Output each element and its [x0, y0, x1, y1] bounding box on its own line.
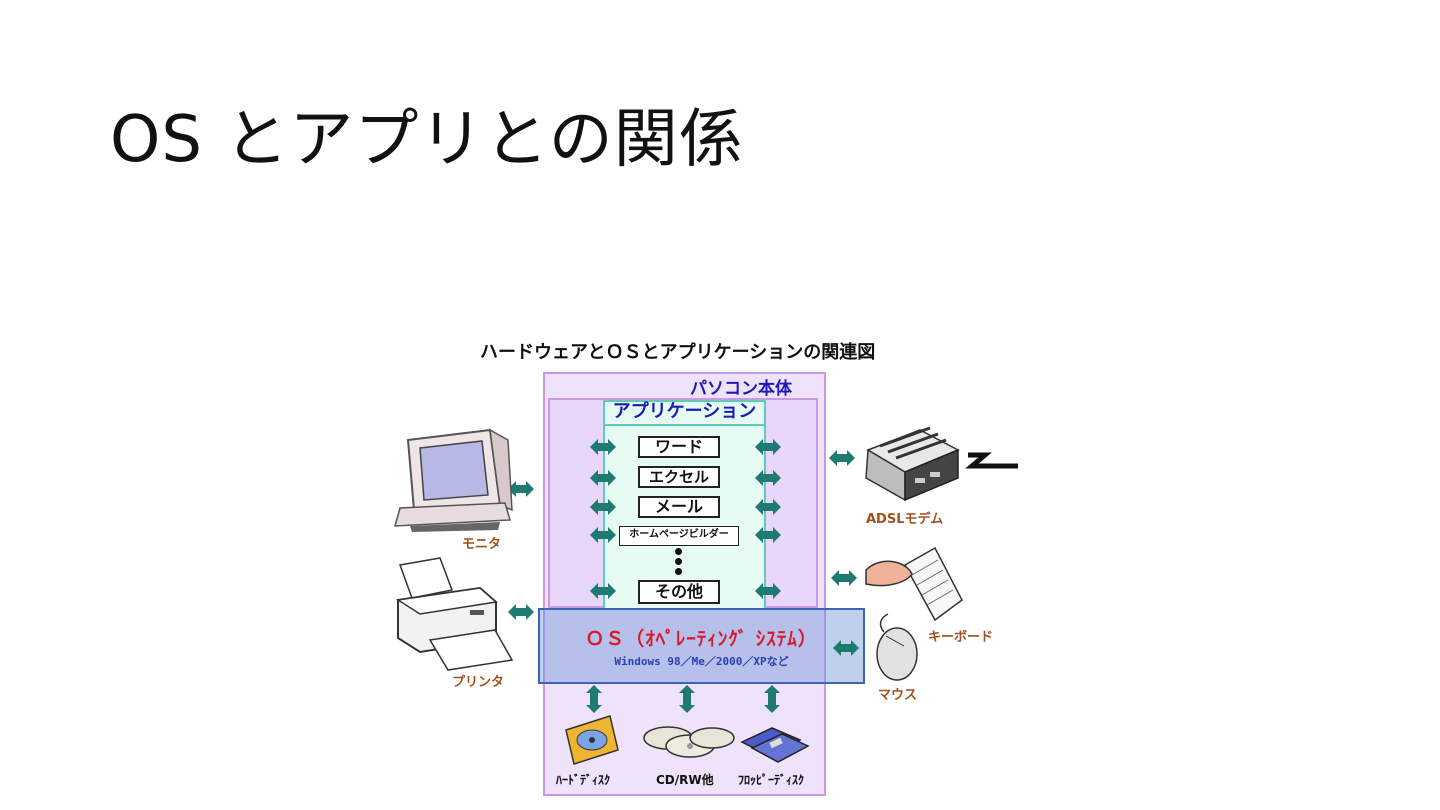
- mouse-label: マウス: [878, 684, 917, 703]
- keyboard-icon: [866, 548, 962, 620]
- printer-icon: [398, 558, 512, 670]
- modem-label: ADSLモデム: [866, 508, 943, 527]
- modem-icon: [866, 428, 1018, 500]
- monitor-label: モニタ: [462, 533, 501, 552]
- floppy-disk-icon: [742, 728, 808, 762]
- mouse-icon: [877, 614, 917, 680]
- monitor-icon: [395, 430, 512, 532]
- cd-label: CD/RW他: [656, 771, 714, 788]
- hard-disk-icon: [566, 716, 618, 764]
- printer-label: プリンタ: [452, 671, 504, 690]
- keyboard-label: キーボード: [928, 626, 993, 645]
- cd-icon: [644, 727, 734, 757]
- hard-disk-label: ﾊｰﾄﾞﾃﾞｨｽｸ: [556, 771, 610, 788]
- arrow-icon: [508, 439, 859, 713]
- floppy-disk-label: ﾌﾛｯﾋﾟｰﾃﾞｨｽｸ: [738, 771, 804, 788]
